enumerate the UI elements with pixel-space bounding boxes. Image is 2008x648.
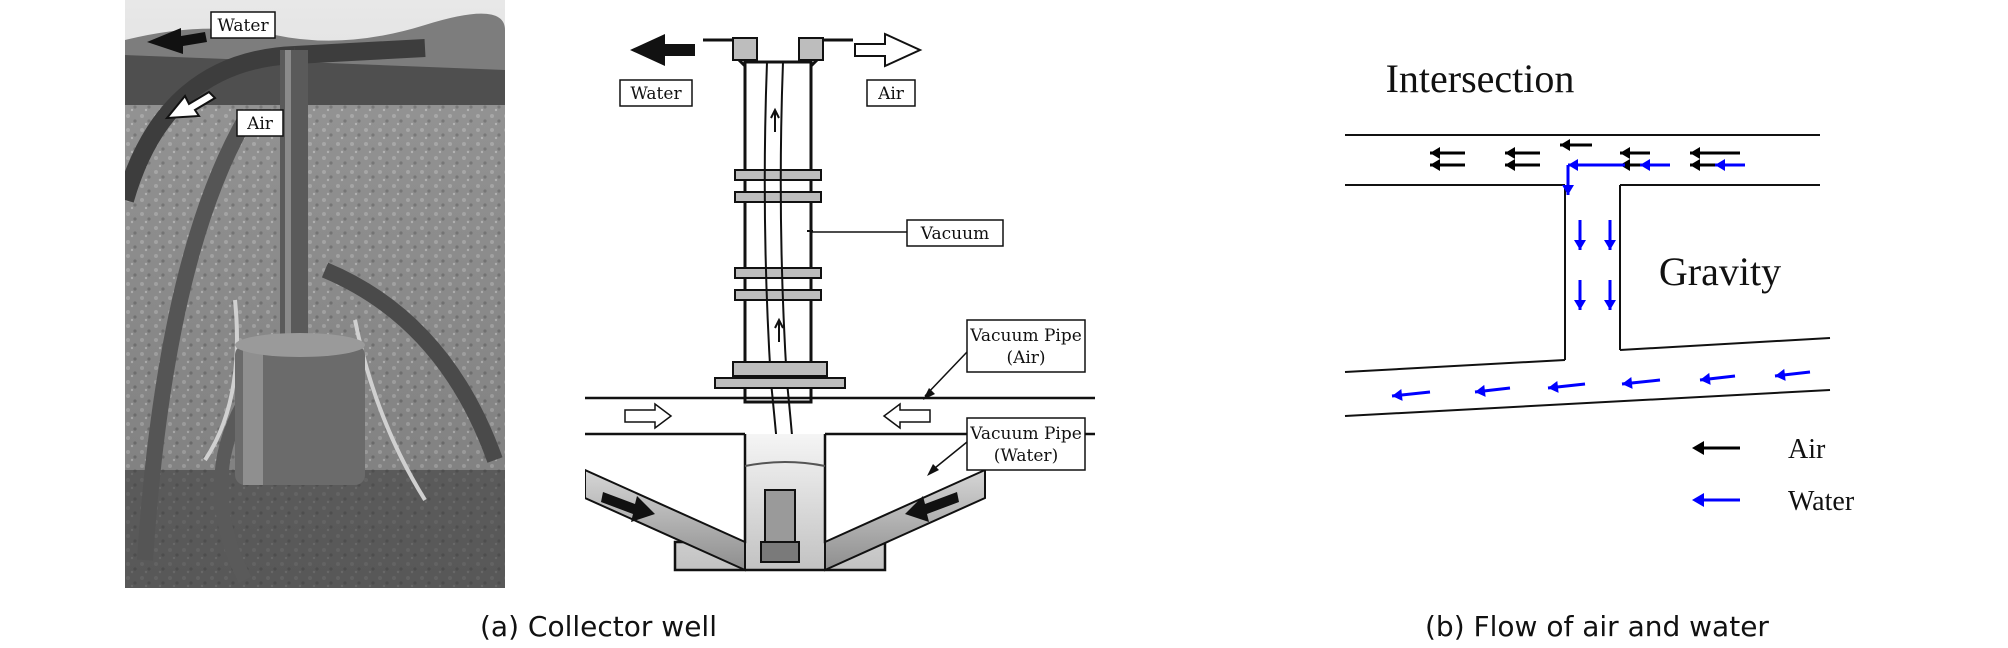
vacuum-pipe-water-label-1: Vacuum Pipe [969, 424, 1082, 444]
water-arrow-head [1604, 300, 1616, 310]
collector-well-photo: Water Air [116, 0, 505, 588]
collector-well-diagram: Water Air Vacuum [584, 22, 1095, 582]
water-arrow-head [1392, 388, 1403, 401]
water-arrow-head [1622, 376, 1633, 389]
water-arrow-head [1568, 159, 1578, 171]
photo-water-label: Water [217, 16, 269, 36]
air-arrow-head [1505, 147, 1515, 159]
flow-arrows [1391, 139, 1811, 401]
water-out-arrow [630, 34, 695, 66]
vacuum-pipe-water-label-2: (Water) [994, 446, 1058, 466]
air-arrow-head [1690, 159, 1700, 171]
photo-image: Water Air [116, 0, 505, 588]
air-out-arrow [854, 32, 923, 68]
intersection-title: Intersection [1386, 56, 1575, 101]
well-air-label: Air [877, 84, 905, 104]
air-arrow-head [1430, 147, 1440, 159]
vacuum-pipe-air-label-1: Vacuum Pipe [969, 326, 1082, 346]
water-arrow-head [1562, 185, 1574, 195]
water-arrow-head [1475, 384, 1486, 397]
air-arrow-head [1430, 159, 1440, 171]
air-arrow-head [1560, 139, 1570, 151]
air-arrow-head [1620, 147, 1630, 159]
photo-air-label: Air [246, 114, 274, 134]
flow-diagram: Intersection Gravity Air Water [1330, 50, 1890, 550]
water-arrow-head [1700, 372, 1711, 385]
air-arrow-head [1505, 159, 1515, 171]
vacuum-label: Vacuum [920, 224, 989, 244]
legend-air-label: Air [1788, 434, 1826, 465]
water-arrow-head [1640, 159, 1650, 171]
air-arrow-head [1690, 147, 1700, 159]
water-arrow-head [1604, 240, 1616, 250]
caption-a: (a) Collector well [480, 610, 717, 643]
caption-b: (b) Flow of air and water [1425, 610, 1769, 643]
gravity-label: Gravity [1659, 249, 1781, 294]
water-arrow-head [1574, 240, 1586, 250]
photo-water-label-box [210, 11, 276, 39]
vacuum-pipe-air-label-2: (Air) [1006, 348, 1045, 368]
water-arrow-head [1715, 159, 1725, 171]
legend-water-label: Water [1788, 486, 1855, 517]
water-arrow-head [1775, 368, 1786, 381]
water-arrow-head [1574, 300, 1586, 310]
water-arrow-head [1548, 380, 1559, 393]
photo-air-label-box [236, 109, 284, 137]
legend-water-arrowhead [1692, 493, 1704, 507]
legend-air-arrowhead [1692, 441, 1704, 455]
well-water-label: Water [630, 84, 682, 104]
